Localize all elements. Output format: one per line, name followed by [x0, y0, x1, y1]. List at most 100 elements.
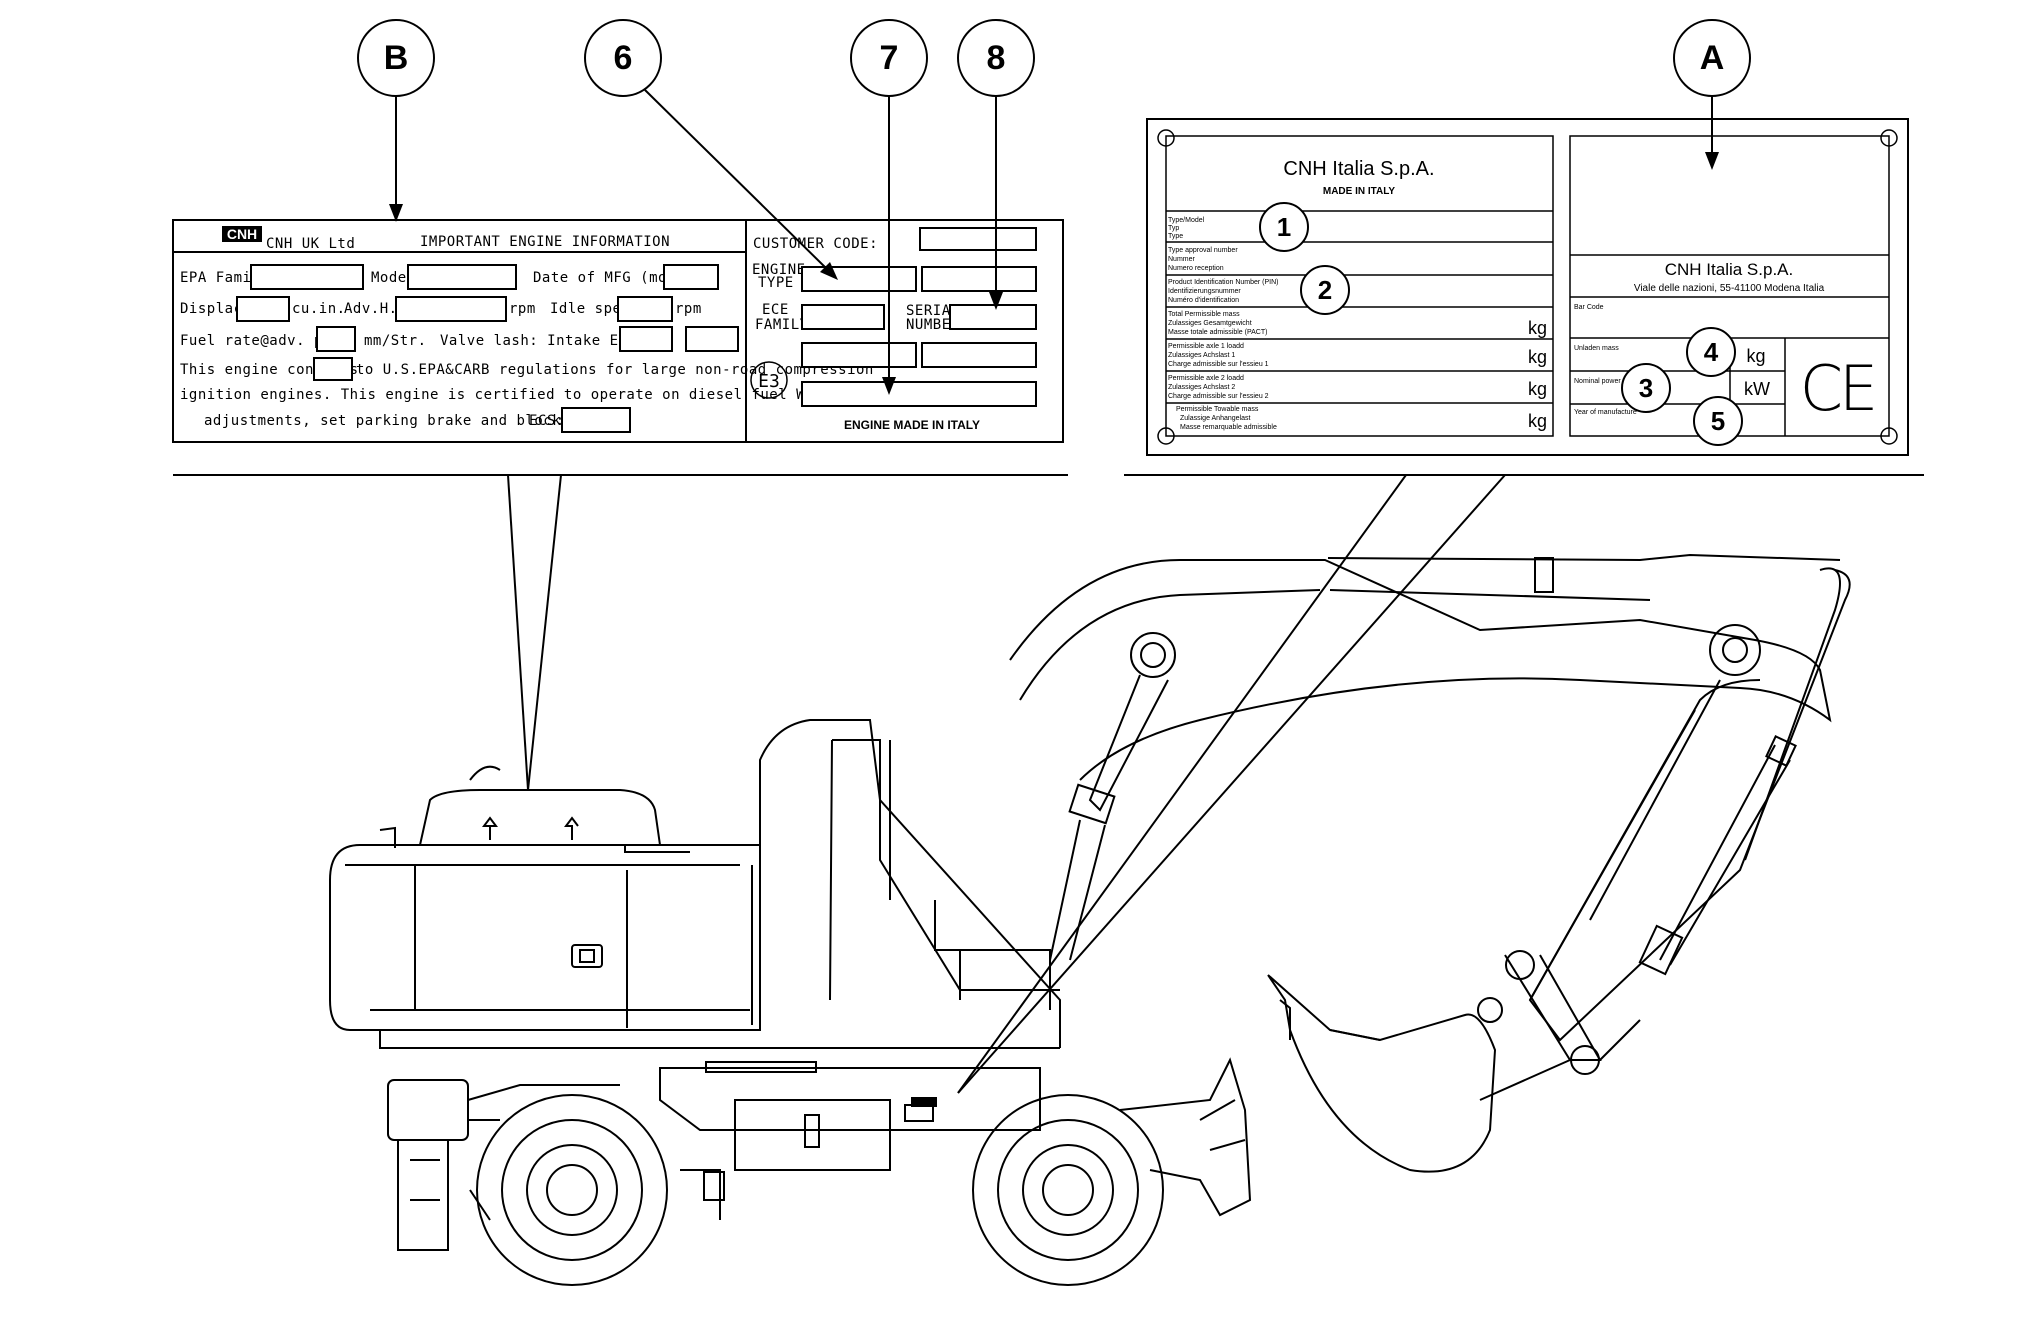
- svg-text:2: 2: [1318, 275, 1332, 305]
- intake-field: [619, 326, 673, 352]
- valve-lash-label: Valve lash: Intake Exhaust: [440, 333, 672, 349]
- axle2-label-2: Zulassiges Achslast 2: [1168, 384, 1235, 391]
- engine-type-field: [801, 266, 917, 292]
- date-mfg-label: Date of MFG (mo-yr): [533, 270, 703, 286]
- engine-type-label-2: TYPE: [758, 275, 794, 291]
- axle1-label-3: Charge admissible sur l'essieu 1: [1168, 361, 1269, 368]
- plate-made-in: MADE IN ITALY: [1323, 186, 1396, 197]
- bucket: [1267, 974, 1497, 1173]
- boom: [1009, 559, 1832, 781]
- date-mfg-field: [663, 264, 719, 290]
- engine-type-field-2: [921, 266, 1037, 292]
- rear-wheel: [476, 1094, 668, 1286]
- front-wheel: [972, 1094, 1164, 1286]
- front-support: [387, 1079, 469, 1141]
- axle2-label-3: Charge admissible sur l'essieu 2: [1168, 393, 1269, 400]
- callout-4: 4: [1686, 327, 1736, 377]
- svg-text:4: 4: [1704, 337, 1719, 367]
- serial-number-label-1: SERIAL: [906, 303, 960, 319]
- nominal-power-label: Nominal power: [1574, 378, 1621, 385]
- type-approval-label-1: Type approval number: [1168, 247, 1238, 254]
- ce-mark: CE: [1800, 352, 1874, 425]
- mm-str-label: mm/Str.: [364, 333, 427, 349]
- towable-unit: kg: [1528, 411, 1547, 431]
- callout-7: 7: [850, 19, 928, 395]
- total-mass-unit: kg: [1528, 318, 1547, 338]
- total-mass-label-1: Total Permissible mass: [1168, 311, 1240, 318]
- displacement-label: Displac.: [180, 301, 251, 317]
- model-field: [407, 264, 517, 290]
- plate-company: CNH Italia S.p.A.: [1283, 158, 1434, 180]
- engine-field-3b: [921, 342, 1037, 368]
- towable-label-2: Zulassige Anhangelast: [1180, 415, 1250, 422]
- vehicle-identification-plate: CNH Italia S.p.A. MADE IN ITALY Type/Mod…: [1146, 118, 1909, 456]
- bucket-cylinder: [1659, 744, 1791, 966]
- rpm-label: rpm: [509, 301, 536, 317]
- callout-3: 3: [1621, 363, 1671, 413]
- boom-pin: [1130, 632, 1176, 678]
- customer-code-label: CUSTOMER CODE:: [753, 236, 878, 252]
- callout-6: 6: [584, 19, 838, 280]
- serial-number-field: [949, 304, 1037, 330]
- displacement-field: [236, 296, 290, 322]
- towable-label-1: Permissible Towable mass: [1176, 406, 1259, 413]
- svg-text:1: 1: [1277, 212, 1291, 242]
- latch-handle: [571, 944, 603, 968]
- svg-text:8: 8: [987, 39, 1006, 77]
- pin-label-2: Identifizierungsnummer: [1168, 288, 1241, 295]
- model-label: Model: [371, 270, 416, 286]
- conforms-field: [313, 357, 353, 381]
- engine-label-title: IMPORTANT ENGINE INFORMATION: [420, 234, 670, 250]
- rpm-label-2: rpm: [675, 301, 702, 317]
- cnh-logo: CNH: [222, 226, 262, 242]
- engine-code-field: [801, 381, 1037, 407]
- type-model-label-3: Type: [1168, 233, 1183, 240]
- svg-text:B: B: [384, 39, 409, 77]
- type-model-label-2: Typ: [1168, 225, 1179, 232]
- ece-family-label-2: FAMILY: [755, 317, 809, 333]
- stick: [1528, 569, 1851, 1042]
- svg-text:A: A: [1700, 39, 1725, 77]
- axle1-label-2: Zulassiges Achslast 1: [1168, 352, 1235, 359]
- cab: [759, 719, 1061, 1048]
- plate-address: Viale delle nazioni, 55-41100 Modena Ita…: [1634, 283, 1825, 294]
- idle-speed-label: Idle speed: [550, 301, 639, 317]
- callout-2: 2: [1300, 265, 1350, 315]
- adjustments-text: adjustments, set parking brake and block…: [204, 413, 633, 429]
- plate-right-company: CNH Italia S.p.A.: [1665, 260, 1794, 279]
- fuel-rate-label: Fuel rate@adv. pow.: [180, 333, 350, 349]
- unladen-mass-label: Unladen mass: [1574, 345, 1619, 352]
- plate-frame: [1146, 118, 1909, 456]
- ece-family-label-1: ECE: [762, 302, 789, 318]
- year-label: Year of manufacture: [1574, 409, 1637, 416]
- engine-information-label: CNH CNH UK Ltd IMPORTANT ENGINE INFORMAT…: [172, 219, 1064, 443]
- ece-family-field: [801, 304, 885, 330]
- svg-text:CNH: CNH: [227, 226, 257, 242]
- total-mass-label-2: Zulassiges Gesamtgewicht: [1168, 320, 1252, 327]
- callout-b: B: [357, 19, 435, 222]
- engine-type-label-1: ENGINE: [752, 262, 806, 278]
- total-mass-label-3: Masse totale admissible (PACT): [1168, 329, 1267, 336]
- epa-family-label: EPA Family: [180, 270, 269, 286]
- stick-cylinder: [1327, 553, 1841, 601]
- svg-text:6: 6: [614, 39, 633, 77]
- type-approval-label-3: Numero reception: [1168, 265, 1224, 272]
- callout-8: 8: [957, 19, 1035, 310]
- ecs-label: ECS:: [529, 413, 565, 429]
- unladen-unit: kg: [1746, 346, 1765, 366]
- epa-family-field: [250, 264, 364, 290]
- dozer-blade: [1119, 1057, 1252, 1217]
- engine-hood: [419, 789, 661, 846]
- axle2-label-1: Permissible axle 2 loadd: [1168, 375, 1244, 382]
- axle2-unit: kg: [1528, 379, 1547, 399]
- engine-made-in-label: ENGINE MADE IN ITALY: [844, 418, 980, 432]
- plate-left-panel: [1165, 135, 1554, 437]
- engine-field-3a: [801, 342, 917, 368]
- leader-lines: [173, 474, 1924, 1094]
- engine-label-maker: CNH UK Ltd: [266, 236, 355, 252]
- idle-speed-field: [617, 296, 673, 322]
- undercarriage: [659, 1067, 1041, 1131]
- ecs-field: [561, 407, 631, 433]
- callout-1: 1: [1259, 202, 1309, 252]
